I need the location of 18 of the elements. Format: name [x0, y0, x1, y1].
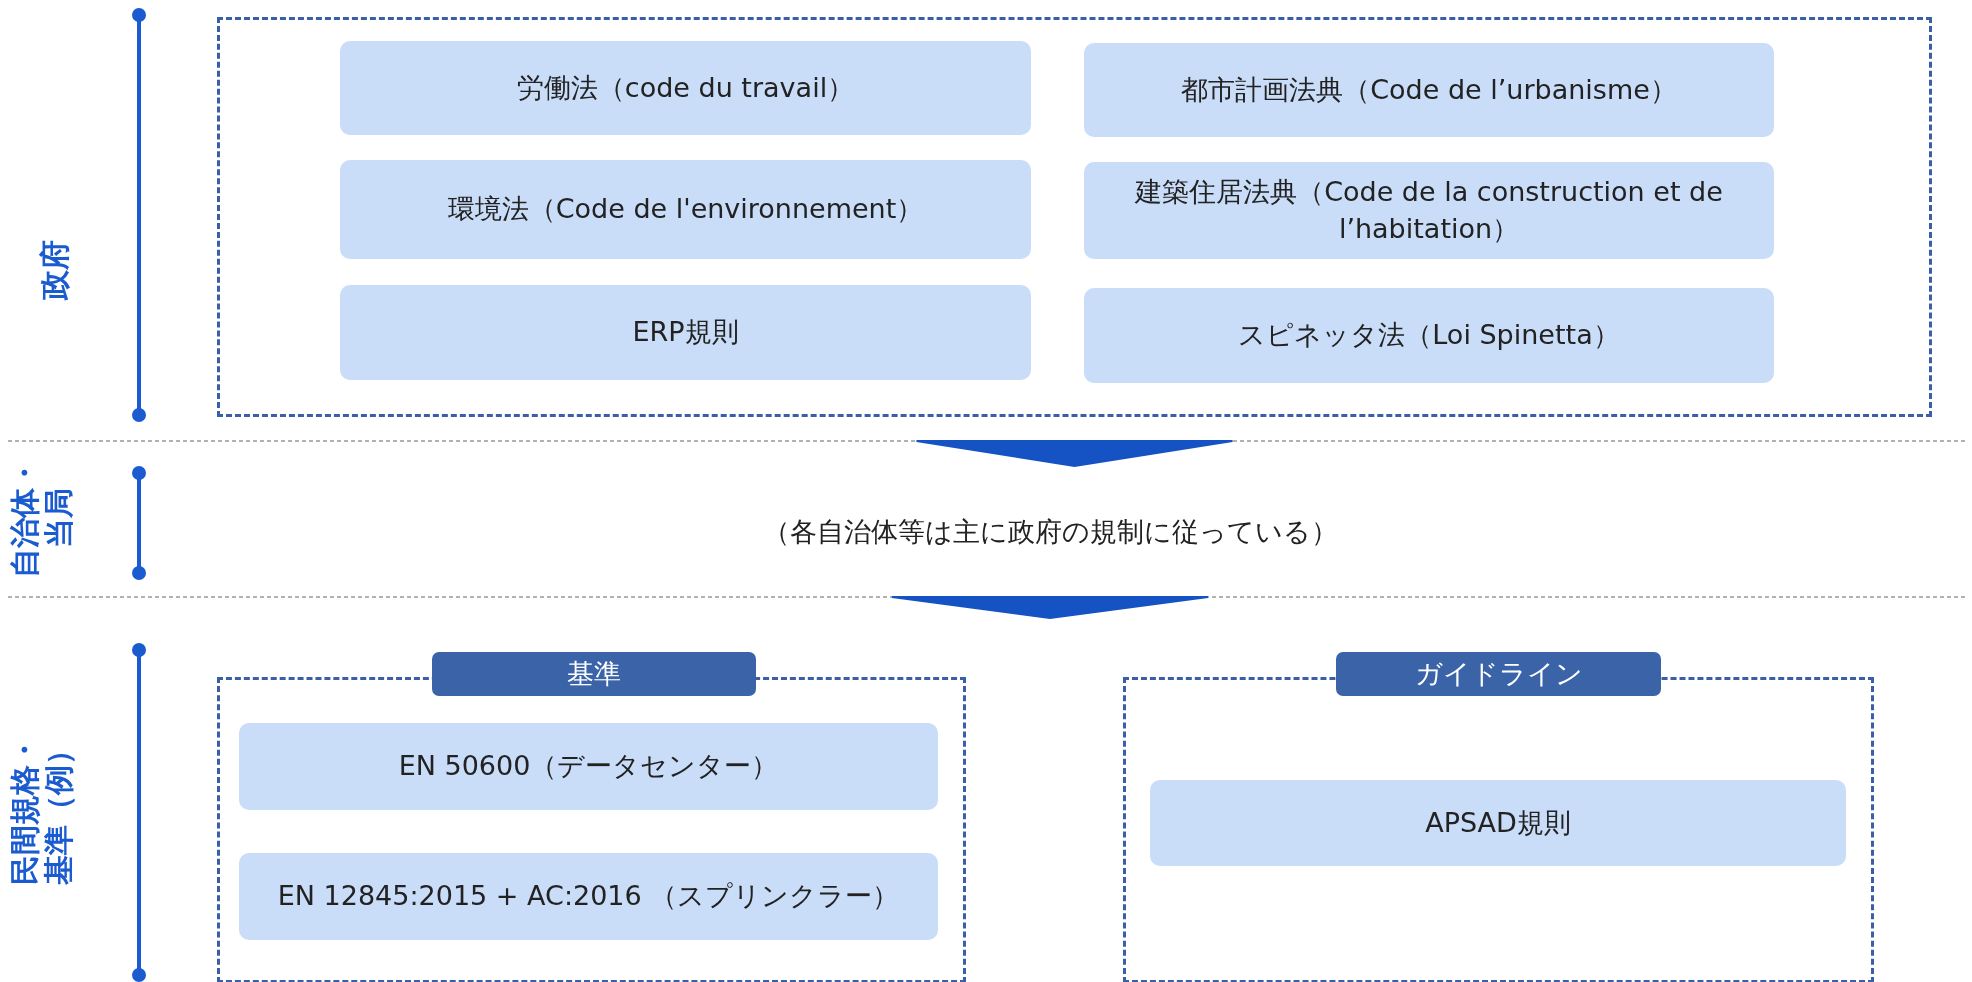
law-box: EN 12845:2015 + AC:2016 （スプリンクラー）: [239, 853, 938, 940]
heading-tab: 基準: [432, 652, 756, 696]
law-box: 都市計画法典（Code de l’urbanisme）: [1084, 43, 1774, 137]
law-box: ERP規則: [340, 285, 1031, 380]
note-text: （各自治体等は主に政府の規制に従っている）: [600, 466, 1500, 597]
law-box: 労働法（code du travail）: [340, 41, 1031, 135]
dashed-frame: [217, 17, 1932, 417]
law-box: スピネッタ法（Loi Spinetta）: [1084, 288, 1774, 383]
heading-tab: ガイドライン: [1336, 652, 1661, 696]
section-label: 民間規格・基準（例）: [5, 734, 77, 887]
law-box: 環境法（Code de l'environnement）: [340, 160, 1031, 259]
law-box: APSAD規則: [1150, 780, 1846, 866]
chevron-arrow: [915, 440, 1234, 467]
section-label: 自治体・当局: [5, 457, 77, 580]
law-box: 建築住居法典（Code de la construction et de l’habitation）: [1084, 162, 1774, 259]
section-label: 政府: [35, 239, 73, 303]
chevron-arrow: [891, 596, 1209, 619]
law-box: EN 50600（データセンター）: [239, 723, 938, 810]
